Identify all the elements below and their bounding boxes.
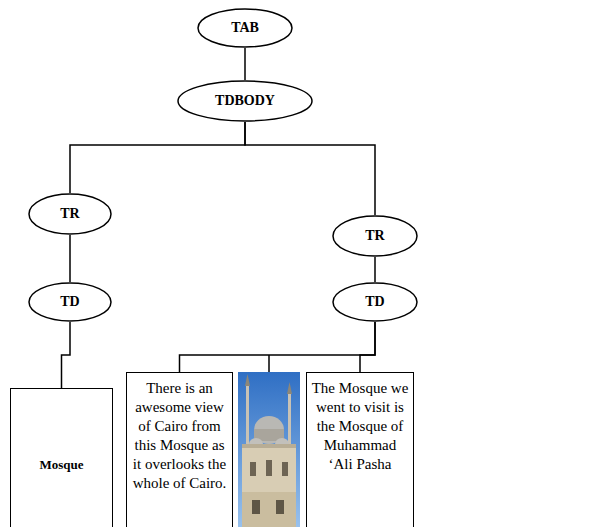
tag-name: TR xyxy=(60,206,79,222)
content-box: The Mosque we went to visit is the Mosqu… xyxy=(306,372,414,527)
tag-ellipse: TR xyxy=(28,193,112,235)
tag-ellipse: TD xyxy=(332,282,418,322)
tag-name: TD xyxy=(365,294,384,310)
tag-ellipse: TAB xyxy=(197,8,293,48)
tag-ellipse: TD xyxy=(28,282,112,322)
tree-connector xyxy=(244,48,246,80)
tag-name: TR xyxy=(365,228,384,244)
tree-connector xyxy=(245,122,375,215)
tag-name: TAB xyxy=(231,20,259,36)
tag-ellipse: TR xyxy=(332,215,418,257)
cell-text: The Mosque we went to visit is the Mosqu… xyxy=(311,379,409,474)
tree-connector xyxy=(70,122,245,193)
content-box: Mosque xyxy=(10,388,113,527)
tree-connector xyxy=(180,322,376,372)
tag-name: TD xyxy=(60,294,79,310)
image-link xyxy=(268,355,270,372)
content-box: There is an awesome view of Cairo from t… xyxy=(126,372,233,527)
cell-text: There is an awesome view of Cairo from t… xyxy=(131,379,228,493)
tag-ellipse: TDBODY xyxy=(177,80,313,122)
mosque-photo xyxy=(238,372,300,527)
tree-connector xyxy=(360,322,375,372)
tree-connector xyxy=(374,257,376,282)
tree-connector xyxy=(62,322,71,388)
tag-name: TDBODY xyxy=(215,93,275,109)
tree-connector xyxy=(69,235,71,282)
cell-title: Mosque xyxy=(39,455,83,474)
